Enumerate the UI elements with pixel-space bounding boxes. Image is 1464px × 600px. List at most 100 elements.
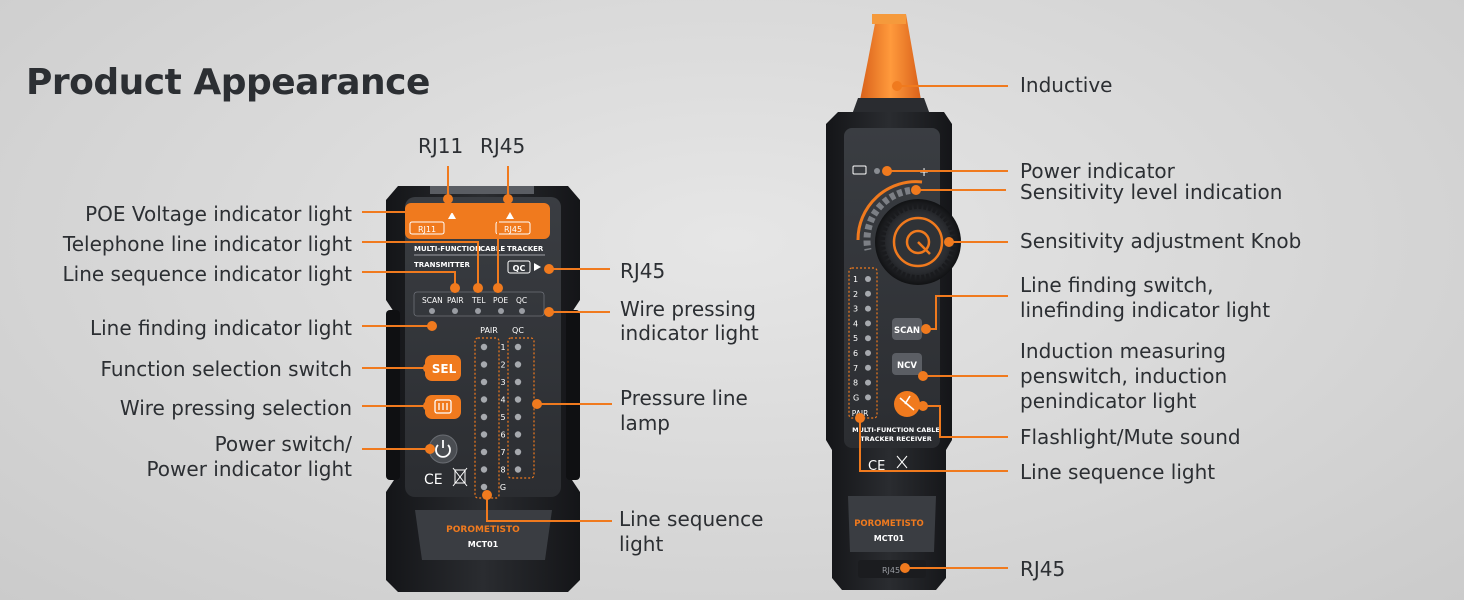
label-function-selection: Function selection switch — [100, 357, 352, 381]
rx-pin-number-3: 3 — [853, 305, 858, 314]
pair-led-1 — [480, 343, 488, 351]
transmitter-subtitle: TRANSMITTER — [414, 261, 471, 269]
label-rj45-top: RJ45 — [480, 134, 526, 158]
qc-led-7 — [514, 448, 522, 456]
rx-led-3 — [865, 305, 871, 312]
qc-led-2 — [514, 361, 522, 368]
label-wire-pressing-selection: Wire pressing selection — [119, 396, 352, 420]
pair-led-6 — [480, 431, 488, 438]
pin-number-7: 7 — [500, 448, 505, 457]
callout-lines — [362, 81, 1008, 573]
column-qc-label: QC — [512, 326, 524, 335]
rx-pin-number-6: 6 — [853, 349, 858, 358]
transmitter-qc-tag: QC — [513, 264, 526, 273]
label-line-finding-indicator: Line finding indicator light — [89, 316, 352, 340]
pin-number-3: 3 — [500, 378, 505, 387]
column-pair-label: PAIR — [480, 326, 498, 335]
label-poe-indicator: POE Voltage indicator light — [85, 202, 352, 226]
pair-led-3 — [480, 378, 488, 386]
indicator-label-poe: POE — [493, 296, 508, 305]
label-flashlight-mute: Flashlight/Mute sound — [1020, 425, 1241, 449]
label-induction-2: penswitch, induction — [1020, 364, 1228, 388]
page-title: Product Appearance — [26, 62, 430, 103]
label-rj11: RJ11 — [418, 134, 464, 158]
rx-pin-number-2: 2 — [853, 290, 858, 299]
pair-led-5 — [480, 413, 488, 421]
pin-number-5: 5 — [500, 413, 505, 422]
indicator-label-qc: QC — [516, 296, 527, 305]
pin-number-G: G — [500, 483, 506, 492]
pair-led-G — [480, 483, 488, 491]
rx-led-1 — [865, 276, 871, 282]
sel-button-label: SEL — [432, 362, 457, 376]
scan-button-label: SCAN — [894, 326, 920, 336]
pair-led-7 — [480, 448, 488, 456]
pin-number-8: 8 — [500, 466, 505, 475]
receiver-port-tag: RJ45 — [882, 566, 900, 575]
indicator-label-scan: SCAN — [422, 296, 443, 305]
rx-pin-number-8: 8 — [853, 379, 858, 388]
pin-number-2: 2 — [500, 361, 505, 370]
ncv-button-label: NCV — [897, 361, 917, 371]
transmitter-rj45-tag: RJ45 — [504, 225, 522, 234]
rx-led-5 — [865, 335, 871, 342]
label-wire-pressing-1: Wire pressing — [620, 297, 756, 321]
label-line-sequence-indicator: Line sequence indicator light — [62, 262, 353, 286]
rx-pin-number-7: 7 — [853, 364, 858, 373]
receiver-model: MCT01 — [874, 534, 905, 543]
pair-led-8 — [480, 466, 488, 473]
transmitter-title-left: MULTI-FUNCTION — [414, 245, 481, 253]
label-rj45-rx: RJ45 — [1020, 557, 1066, 581]
receiver-panel-line1: MULTI-FUNCTION CABLE — [852, 426, 940, 434]
pin-number-4: 4 — [500, 396, 505, 405]
label-pressure-1: Pressure line — [620, 386, 748, 410]
pin-number-1: 1 — [500, 343, 505, 352]
indicator-label-tel: TEL — [471, 296, 486, 305]
qc-led-4 — [514, 396, 522, 403]
label-linefind-1: Line finding switch, — [1020, 273, 1214, 297]
qc-led-5 — [514, 413, 522, 421]
transmitter-ce-mark: CE — [424, 472, 443, 488]
label-wire-pressing-2: indicator light — [620, 321, 759, 345]
rx-led-G — [865, 394, 871, 401]
transmitter-brand: POROMETISTO — [446, 525, 520, 535]
transmitter-title-right: TRACKER — [507, 245, 544, 253]
pair-led-4 — [480, 396, 488, 403]
label-power-indicator: Power indicator light — [146, 457, 352, 481]
label-rj45-side: RJ45 — [620, 259, 666, 283]
label-telephone-indicator: Telephone line indicator light — [62, 232, 352, 256]
label-induction-1: Induction measuring — [1020, 339, 1226, 363]
qc-led-6 — [514, 431, 522, 438]
rx-pin-number-5: 5 — [853, 334, 858, 343]
label-induction-3: penindicator light — [1020, 389, 1197, 413]
label-power-switch: Power switch/ — [214, 432, 352, 456]
qc-led-1 — [514, 343, 522, 351]
rx-led-8 — [865, 379, 871, 386]
rx-led-6 — [865, 350, 871, 356]
receiver-panel-line2: TRACKER RECEIVER — [860, 435, 932, 443]
indicator-label-pair: PAIR — [447, 296, 464, 305]
label-sequence-light-2: light — [619, 532, 664, 556]
transmitter-rj11-tag: RJ11 — [418, 225, 436, 234]
transmitter-model: MCT01 — [468, 540, 499, 549]
pair-led-2 — [480, 361, 488, 368]
pin-number-6: 6 — [500, 431, 505, 440]
qc-led-3 — [514, 378, 522, 386]
rx-pin-number-4: 4 — [853, 319, 858, 328]
label-line-sequence-rx: Line sequence light — [1020, 460, 1216, 484]
label-sequence-light-1: Line sequence — [619, 507, 764, 531]
label-power-indicator-rx: Power indicator — [1020, 159, 1175, 183]
rx-led-2 — [865, 290, 871, 297]
qc-led-8 — [514, 466, 522, 473]
receiver-brand: POROMETISTO — [854, 519, 924, 529]
label-sensitivity-knob: Sensitivity adjustment Knob — [1020, 229, 1302, 253]
label-linefind-2: linefinding indicator light — [1020, 298, 1271, 322]
rx-led-7 — [865, 364, 871, 371]
label-inductive: Inductive — [1020, 73, 1113, 97]
rx-pin-number-G: G — [853, 393, 859, 402]
label-pressure-2: lamp — [620, 411, 670, 435]
transmitter-device: RJ11 RJ45 MULTI-FUNCTION CABLE TRACKER T… — [386, 186, 580, 592]
